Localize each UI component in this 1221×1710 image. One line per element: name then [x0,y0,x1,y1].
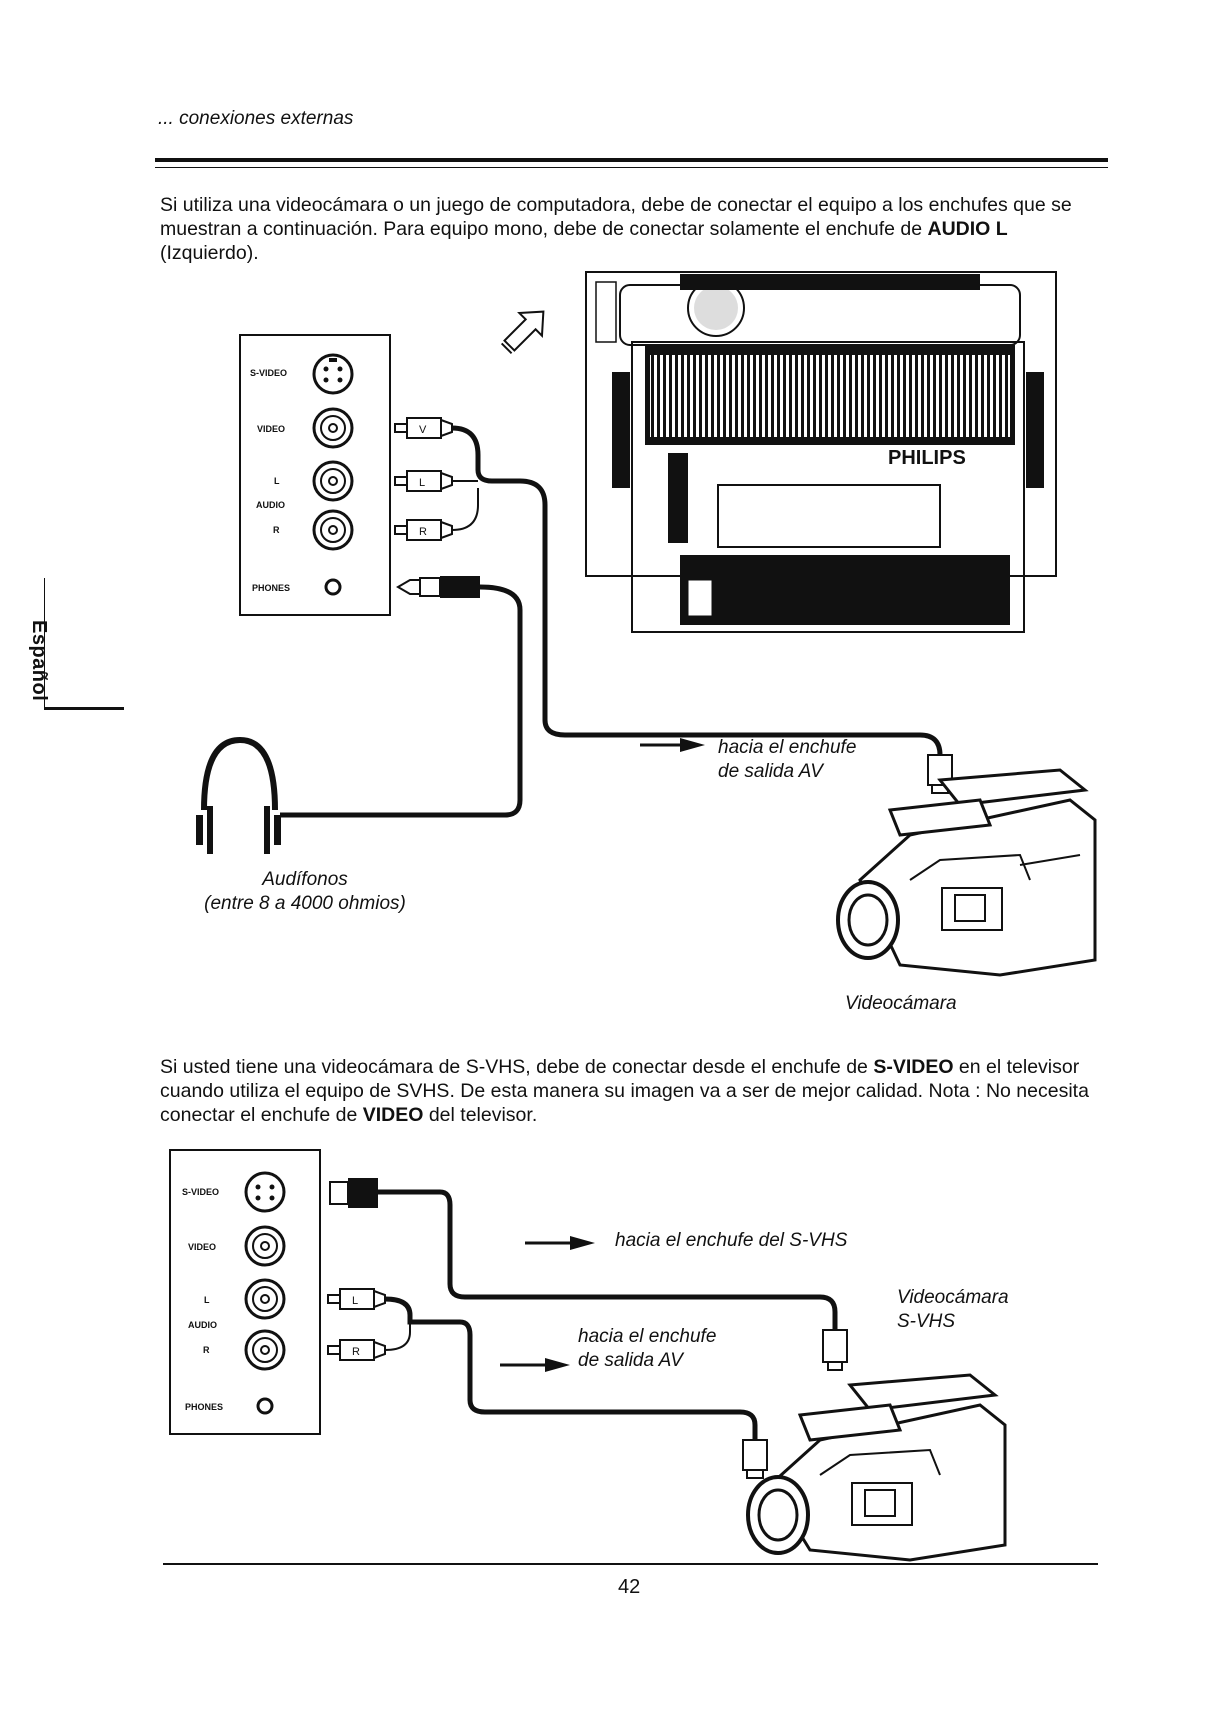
video-jack-2 [244,1225,286,1267]
arrow-icon-av-1 [640,738,705,752]
headphones-caption: Audífonos (entre 8 a 4000 ohmios) [204,869,406,914]
phones-jack-2 [256,1397,274,1415]
footer-rule [163,1563,1098,1565]
audio-l-jack-2 [244,1278,286,1320]
svideo-plug-camcorder [822,1329,848,1371]
svg-text:R: R [419,526,427,538]
svideo-plug [329,1178,378,1208]
rca-plug-r-2: R [327,1339,386,1361]
arrow-icon-av-2 [500,1358,570,1372]
video-jack [312,407,354,449]
rca-plug-l-2: L [327,1288,386,1310]
svideo-label: S-VIDEO [250,368,287,378]
tv-brand-logo: PHILIPS [888,447,966,469]
phones-label: PHONES [252,583,290,593]
svhs-paragraph: Si usted tiene una videocámara de S-VHS,… [160,1056,1089,1126]
headphones-icon [196,736,281,854]
av-output-caption-2: hacia el enchufe de salida AV [578,1326,717,1371]
svg-text:L: L [419,477,425,489]
svideo-label-2: S-VIDEO [182,1187,219,1197]
camcorder-1-icon [836,768,1097,977]
l-label: L [274,476,280,486]
audio-l-jack [312,460,354,502]
camcorder-caption-1: Videocámara [845,993,957,1014]
phones-jack [324,578,342,596]
side-tab-base [44,707,124,710]
camcorder-caption-2: Videocámara S-VHS [897,1287,1009,1332]
jack-panel-2: S-VIDEO VIDEO L AUDIO R PHONES [169,1149,321,1435]
svg-text:R: R [352,1346,360,1358]
phones-label-2: PHONES [185,1402,223,1412]
audio-label-2: AUDIO [188,1320,217,1330]
video-label-2: VIDEO [188,1242,216,1252]
rca-plug-l: L [394,470,453,492]
camcorder-2-icon [746,1373,1007,1562]
audio-r-jack [312,509,354,551]
rca-plug-r: R [394,519,453,541]
headphone-plug [396,576,480,598]
rca-plug-v: V [394,417,453,439]
rca-plug-camcorder-2 [742,1439,768,1479]
audio-r-jack-2 [244,1329,286,1371]
av-cable-2 [384,1296,758,1440]
diagonal-arrow-icon [500,310,545,355]
svideo-jack-2 [244,1171,286,1213]
page-number: 42 [618,1576,641,1598]
arrow-icon-svhs [525,1236,595,1250]
header-rule [155,158,1108,162]
side-tab-line [44,578,45,708]
svideo-jack [312,353,354,395]
svg-text:L: L [352,1295,358,1307]
intro-paragraph: Si utiliza una videocámara o un juego de… [160,194,1072,264]
r-label-2: R [203,1345,210,1355]
headphone-cable [280,584,523,818]
jack-panel-1: S-VIDEO VIDEO L AUDIO R PHONES [239,334,391,616]
header-rule-thin [155,167,1108,168]
video-label: VIDEO [257,424,285,434]
running-head: ... conexiones externas [158,108,354,129]
av-output-caption-1: hacia el enchufe de salida AV [718,737,857,782]
l-label-2: L [204,1295,210,1305]
av-cable-1 [451,425,943,756]
svg-text:V: V [419,424,427,436]
svhs-caption: hacia el enchufe del S-VHS [615,1230,848,1251]
r-label: R [273,525,280,535]
tv-rear-illustration [585,271,1057,633]
svideo-cable [378,1189,838,1330]
audio-label: AUDIO [256,500,285,510]
